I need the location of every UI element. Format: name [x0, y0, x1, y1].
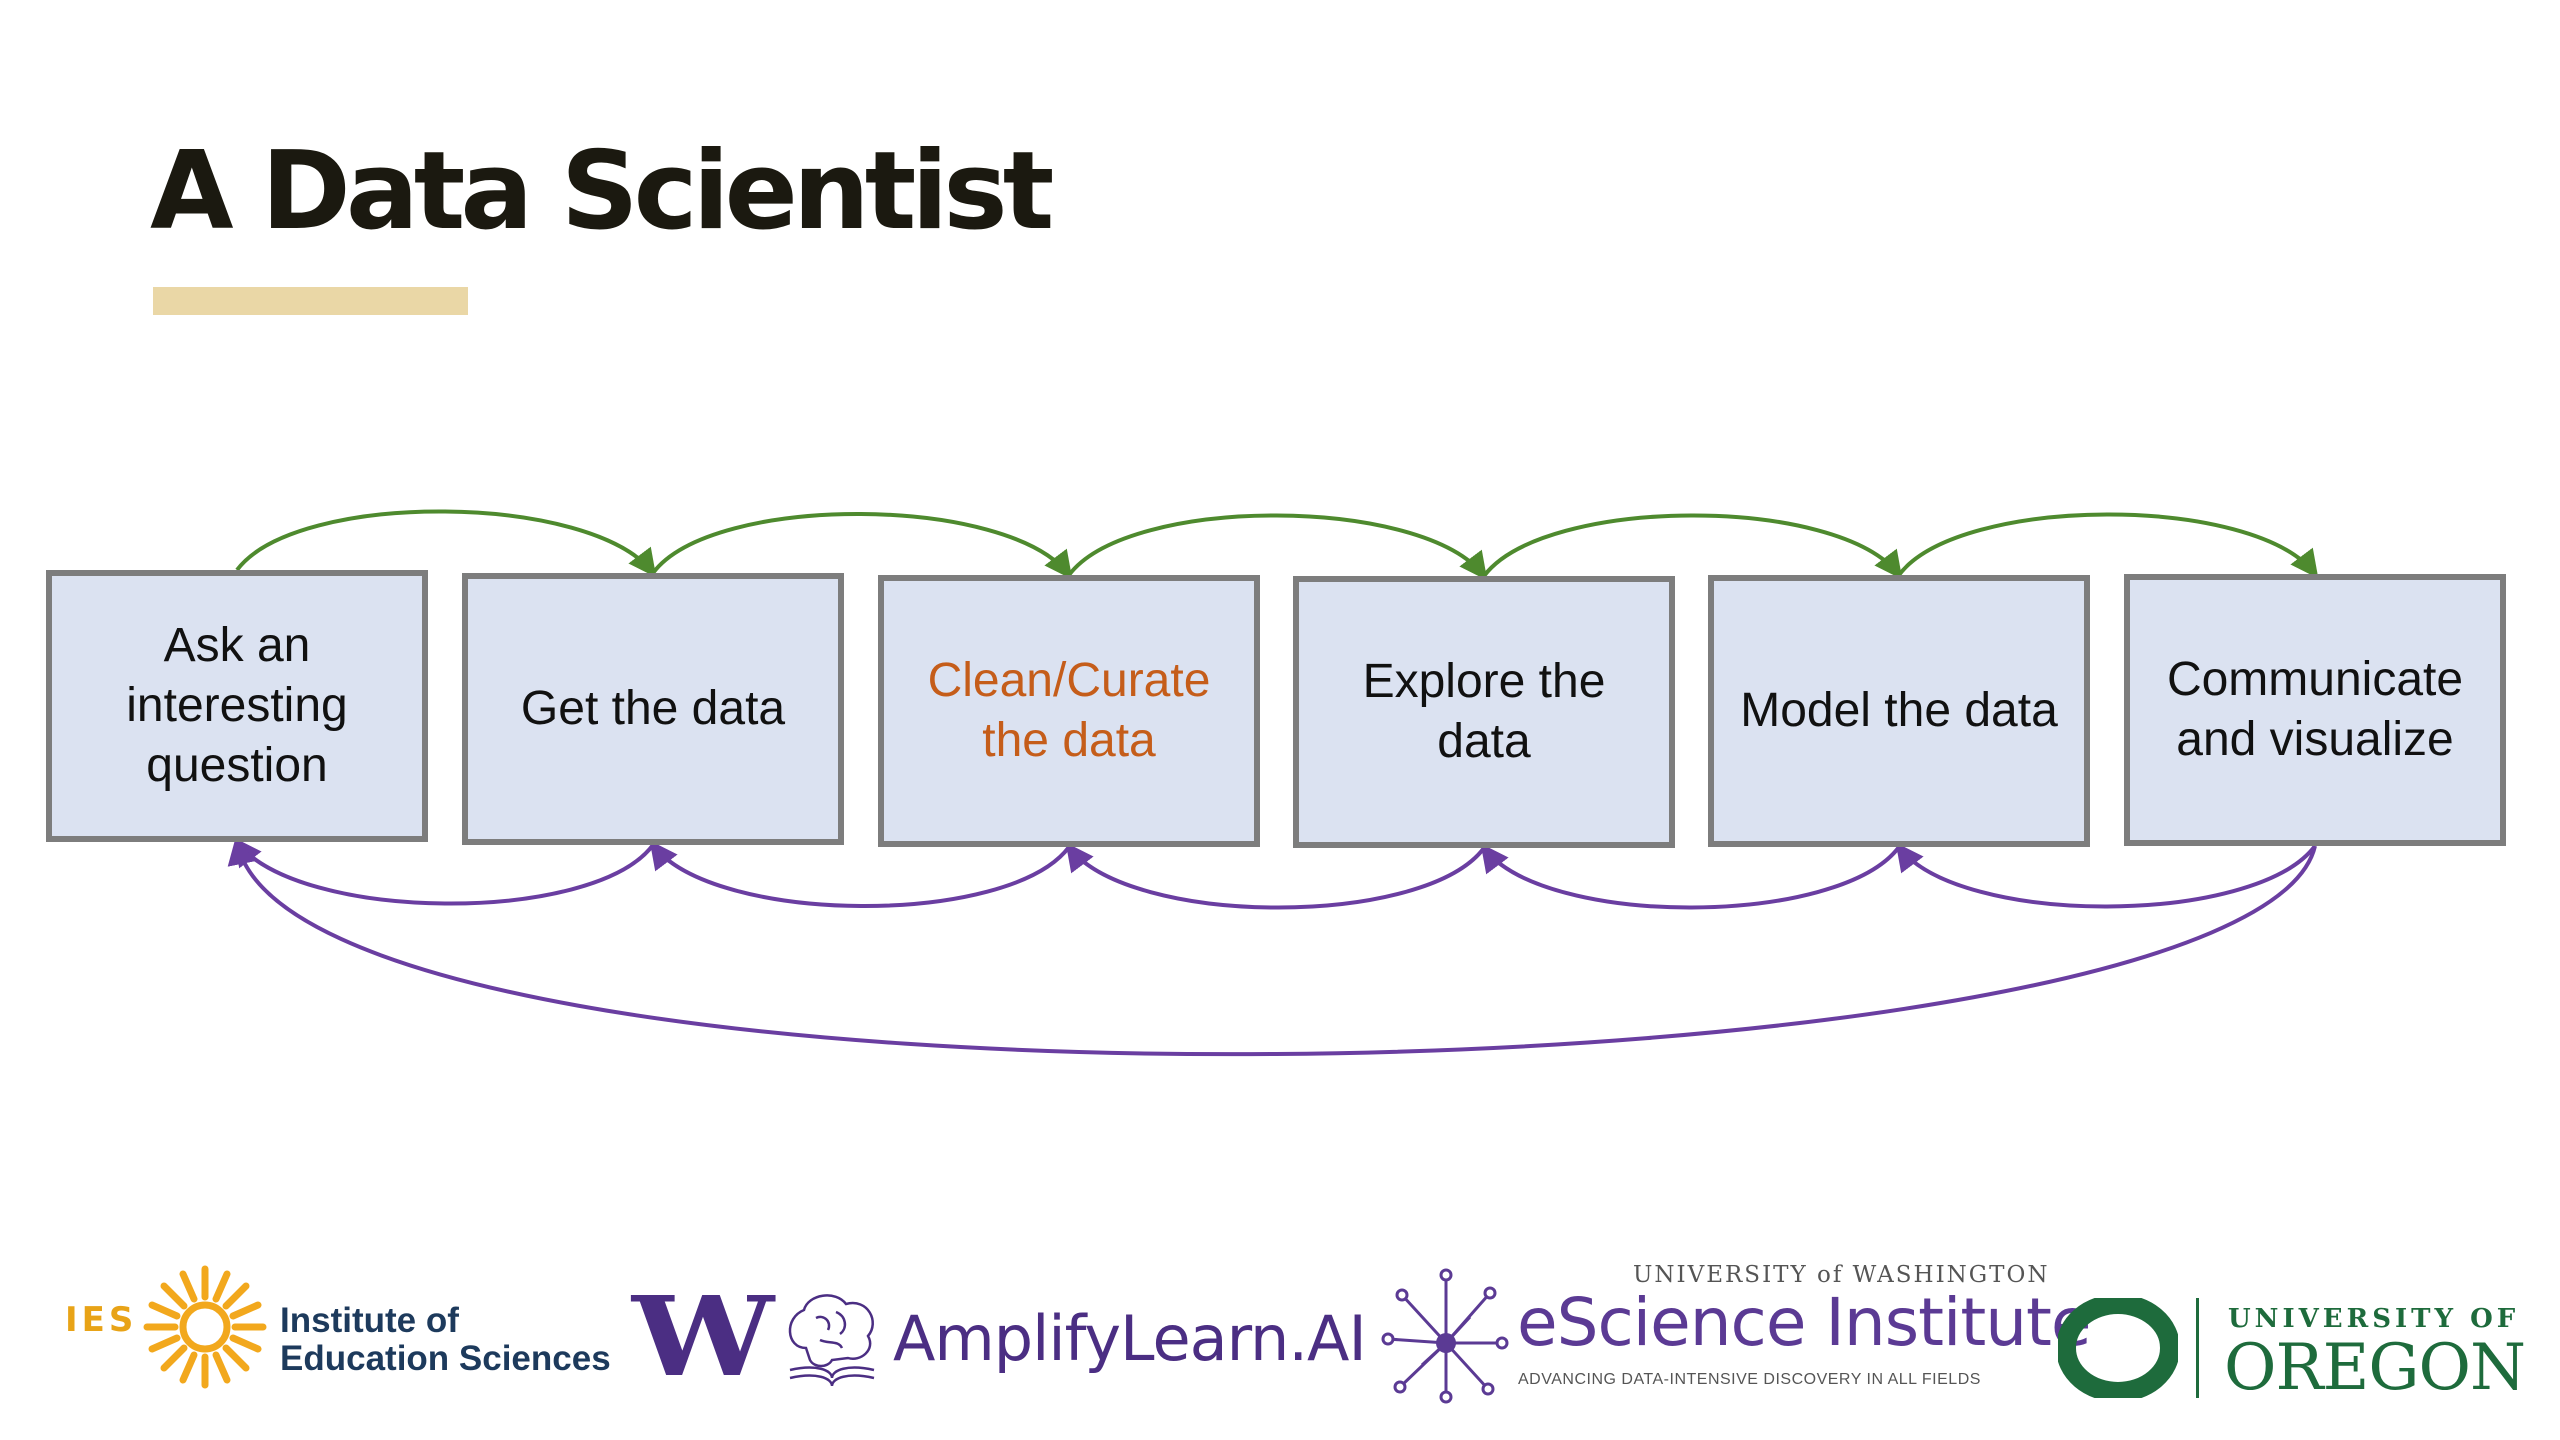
- backward-arrow: [1480, 843, 1901, 910]
- step-box-explore-the-data: Explore the data: [1293, 576, 1675, 848]
- ies-abbr: IES: [65, 1300, 138, 1340]
- forward-arrow: [1897, 512, 2319, 579]
- escience-university: UNIVERSITY of WASHINGTON: [1633, 1262, 2050, 1288]
- title-underline: [153, 287, 468, 315]
- amplify-name: AmplifyLearn.AI: [893, 1302, 1367, 1375]
- sun-icon: [143, 1265, 267, 1389]
- step-box-communicate-and-visualize: Communicate and visualize: [2124, 574, 2506, 846]
- network-icon: [1381, 1268, 1509, 1404]
- slide-title: A Data Scientist: [150, 129, 1054, 254]
- backward-arrow: [649, 840, 1071, 908]
- uw-w-mark: W: [632, 1272, 775, 1401]
- step-label: Clean/Curate the data: [927, 654, 1211, 767]
- step-label: Ask an interesting question: [126, 619, 348, 792]
- forward-arrow: [651, 512, 1073, 580]
- step-box-get-the-data: Get the data: [462, 573, 844, 845]
- step-label: Explore the data: [1362, 655, 1606, 768]
- backward-arrow: [1065, 842, 1486, 910]
- step-label: Model the data: [1740, 684, 2058, 737]
- escience-name: eScience Institute: [1517, 1284, 2092, 1361]
- feedback-loop-arrow: [227, 836, 2317, 1057]
- step-label: Get the data: [520, 682, 786, 735]
- oregon-o-mark: [2058, 1298, 2178, 1398]
- step-box-clean-curate-the-data: Clean/Curate the data: [878, 575, 1260, 847]
- forward-arrow: [235, 509, 657, 578]
- backward-arrow: [233, 837, 655, 906]
- oregon-university: UNIVERSITY OF: [2228, 1304, 2520, 1334]
- brain-book-icon: [788, 1294, 875, 1387]
- ies-name: Institute of Education Sciences: [280, 1301, 611, 1378]
- backward-arrow: [1895, 842, 2317, 909]
- escience-tagline: ADVANCING DATA-INTENSIVE DISCOVERY IN AL…: [1518, 1371, 1981, 1388]
- step-box-model-the-data: Model the data: [1708, 575, 2090, 847]
- oregon-name: OREGON: [2224, 1331, 2526, 1405]
- step-box-ask-an-interesting-question: Ask an interesting question: [46, 570, 428, 842]
- oregon-divider: [2196, 1298, 2199, 1398]
- forward-arrow: [1482, 513, 1903, 580]
- step-label: Communicate and visualize: [2166, 653, 2464, 766]
- forward-arrow: [1067, 513, 1488, 581]
